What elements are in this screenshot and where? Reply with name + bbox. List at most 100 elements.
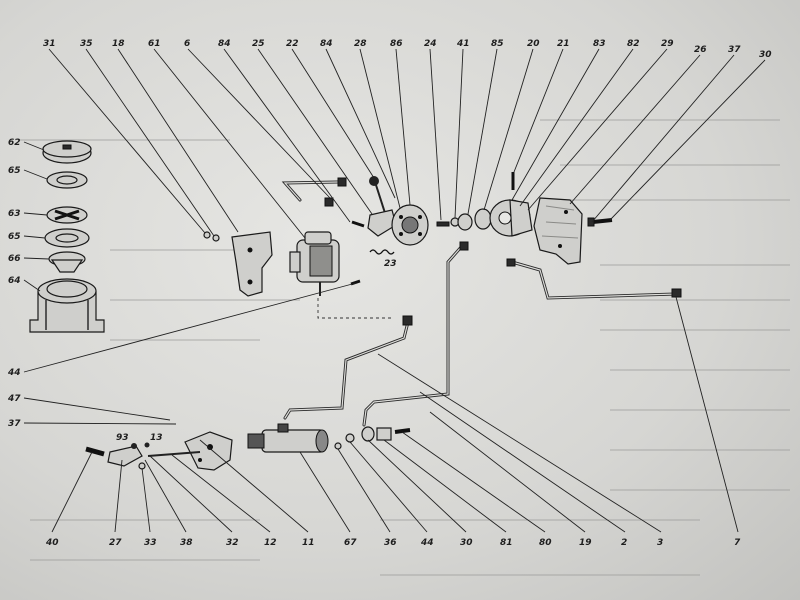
callout-label: 31	[43, 39, 56, 49]
callout-label: 7	[734, 538, 741, 548]
strainer-66	[48, 251, 86, 273]
callout-label: 32	[226, 538, 239, 548]
pipe-7	[510, 260, 678, 300]
pin-93	[131, 443, 137, 449]
dashed-link	[317, 298, 394, 319]
filter-disc-63	[46, 206, 88, 224]
screw-80	[394, 428, 411, 434]
ring-30	[361, 426, 375, 442]
clevis-27	[107, 445, 143, 467]
callout-label: 26	[694, 45, 707, 55]
callout-label: 84	[218, 39, 231, 49]
callout-label: 28	[354, 39, 367, 49]
callout-label: 62	[8, 138, 21, 148]
callout-label: 61	[148, 39, 161, 49]
washer-44	[345, 433, 355, 443]
callout-label: 25	[252, 39, 265, 49]
mounting-plate-26	[533, 197, 583, 265]
callout-label: 19	[579, 538, 592, 548]
inline-callouts: 23 93 13	[116, 259, 397, 443]
bolt-40	[85, 446, 105, 457]
callout-label: 21	[557, 39, 570, 49]
top-callout-row: 31 35 18 61 6 84 25 22 84 28 86 24 41 85…	[43, 39, 772, 60]
bolt-84	[351, 220, 365, 228]
callout-label: 67	[344, 538, 357, 548]
callout-label: 44	[420, 538, 434, 548]
callout-label: 38	[180, 538, 193, 548]
bottom-callout-row: 40 27 33 38 32 12 11 67 36 44 30 81 80 1…	[45, 538, 741, 548]
bracket-25	[367, 209, 397, 237]
pin-24	[436, 221, 450, 227]
spring-23	[369, 249, 395, 255]
callout-label: 11	[302, 538, 315, 548]
bracket-hole	[247, 247, 253, 253]
leader-lines	[23, 48, 766, 533]
background-page-texture	[20, 119, 790, 576]
washer-35	[212, 234, 220, 242]
callout-label: 65	[8, 232, 21, 242]
callout-label: 83	[593, 39, 606, 49]
seal-ring-20	[474, 208, 492, 230]
callout-label: 6	[184, 39, 190, 49]
pipe-6-nut	[337, 177, 347, 187]
valve-body-86	[391, 204, 429, 246]
callout-label: 33	[144, 538, 157, 548]
left-callout-column: 62 65 63 65 66 64 44 47 37	[7, 138, 21, 429]
push-rod-12	[147, 451, 201, 457]
callout-label: 22	[286, 39, 299, 49]
washer-65-hole	[55, 233, 79, 243]
callout-label: 93	[116, 433, 129, 443]
bolt-37	[592, 218, 613, 224]
callout-label: 35	[80, 39, 93, 49]
callout-label: 36	[384, 538, 397, 548]
callout-label: 86	[390, 39, 403, 49]
bracket-hole	[247, 279, 253, 285]
bracket-11	[184, 431, 233, 471]
union-81	[376, 427, 392, 441]
callout-label: 12	[264, 538, 277, 548]
washer-31	[203, 231, 211, 239]
lever-22	[375, 184, 386, 214]
pipe-6	[281, 180, 340, 202]
callout-label: 84	[320, 39, 333, 49]
pin-13	[144, 442, 150, 448]
callout-label: 41	[456, 39, 470, 49]
callout-label: 47	[7, 394, 21, 404]
callout-label: 23	[384, 259, 397, 269]
callout-label: 24	[424, 39, 437, 49]
seal-85	[457, 213, 473, 231]
seal-36	[334, 442, 342, 450]
pipe-6-nut	[324, 197, 334, 207]
callout-label: 44	[7, 368, 21, 378]
pipe-2-nut	[402, 315, 413, 326]
callout-label: 66	[8, 254, 21, 264]
housing-29	[489, 199, 533, 237]
slave-cylinder-67	[247, 423, 329, 453]
callout-label: 29	[661, 39, 674, 49]
callout-label: 37	[728, 45, 741, 55]
callout-label: 63	[8, 209, 21, 219]
bracket-plate-18	[231, 231, 273, 297]
pipe-2	[283, 320, 410, 420]
callout-label: 85	[491, 39, 504, 49]
callout-label: 40	[45, 538, 59, 548]
callout-label: 82	[627, 39, 640, 49]
callout-label: 37	[8, 419, 21, 429]
callout-label: 30	[759, 50, 772, 60]
callout-label: 2	[621, 538, 627, 548]
callout-label: 20	[527, 39, 540, 49]
callout-label: 80	[539, 538, 552, 548]
master-cylinder-61	[289, 231, 340, 296]
bolt-37-head	[587, 217, 595, 227]
callout-label: 13	[150, 433, 163, 443]
callout-label: 3	[657, 538, 663, 548]
callout-label: 64	[8, 276, 21, 286]
callout-label: 27	[109, 538, 122, 548]
callout-label: 81	[500, 538, 513, 548]
reservoir-body-64	[29, 278, 105, 333]
pipe-7-nut	[671, 288, 682, 298]
pipe-19-nut	[459, 241, 469, 251]
callout-label: 30	[460, 538, 473, 548]
